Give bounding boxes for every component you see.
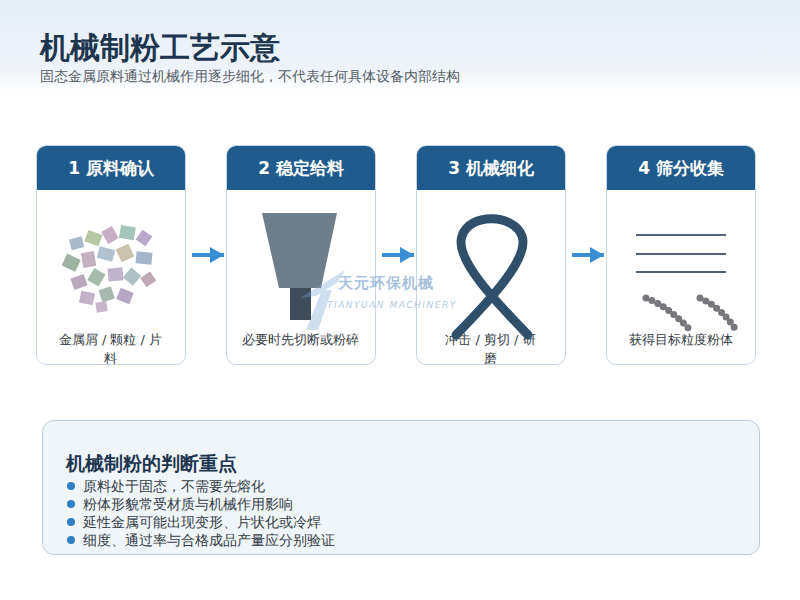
step-caption: 冲击 / 剪切 / 研磨 [444, 330, 538, 365]
process-card: 4 筛分收集获得目标粒度粉体 [606, 145, 756, 365]
process-card: 3 机械细化冲击 / 剪切 / 研磨 [416, 145, 566, 365]
step-heading: 2 稳定给料 [227, 146, 375, 190]
bullet-item: 原料处于固态，不需要先熔化 [66, 477, 759, 495]
diagram-title: 机械制粉工艺示意 [40, 28, 280, 69]
watermark-text: TIANYUAN MACHINERY [327, 300, 457, 310]
flow-arrow [572, 253, 604, 257]
bullet-item: 粉体形貌常受材质与机械作用影响 [66, 495, 759, 513]
step-heading: 3 机械细化 [417, 146, 565, 190]
process-card: 2 稳定给料必要时先切断或粉碎 [226, 145, 376, 365]
header-band [0, 0, 800, 92]
step-heading: 1 原料确认 [37, 146, 185, 190]
step-caption: 必要时先切断或粉碎 [231, 330, 371, 349]
step-caption: 金属屑 / 颗粒 / 片料 [55, 330, 167, 365]
watermark-text: 天元环保机械 [338, 274, 434, 293]
flow-arrow [382, 253, 414, 257]
step-caption: 获得目标粒度粉体 [611, 330, 751, 349]
diagram-caption: 固态金属原料通过机械作用逐步细化，不代表任何具体设备内部结构 [40, 68, 460, 86]
step-heading: 4 筛分收集 [607, 146, 755, 190]
flow-arrow [192, 253, 224, 257]
panel-heading: 机械制粉的判断重点 [66, 451, 759, 475]
bullet-item: 细度、通过率与合格成品产量应分别验证 [66, 531, 759, 549]
notes-panel: 机械制粉的判断重点原料处于固态，不需要先熔化粉体形貌常受材质与机械作用影响延性金… [42, 420, 760, 555]
process-card: 1 原料确认金属屑 / 颗粒 / 片料 [36, 145, 186, 365]
bullet-item: 延性金属可能出现变形、片状化或冷焊 [66, 513, 759, 531]
